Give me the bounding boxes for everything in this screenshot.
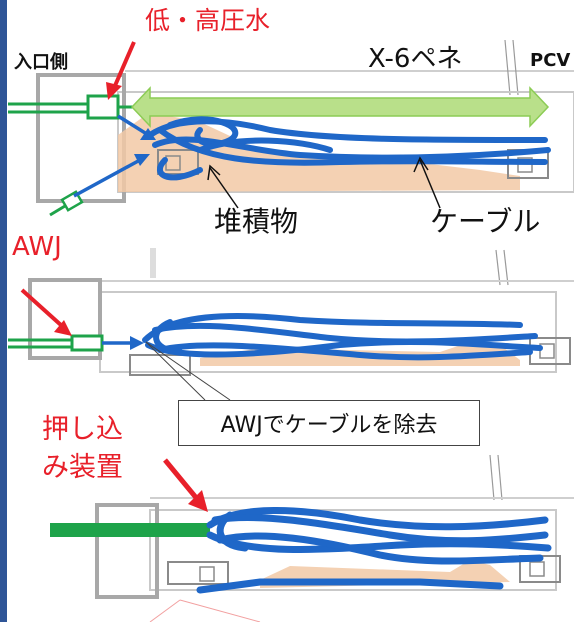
awj-inlet-frame: [28, 278, 102, 360]
awj-indicator-arrow: [54, 320, 72, 336]
nozzle-body: [86, 94, 120, 120]
penetration-range-arrow: [130, 86, 550, 128]
cable-tangle-2: [142, 313, 543, 361]
deposits-label: 堆積物: [214, 205, 299, 238]
panel-1-water-jet: [8, 39, 574, 217]
low-high-pressure-water-label: 低・高圧水: [145, 6, 271, 35]
panel-2-awj: [8, 248, 574, 401]
inlet-side-label: 入口側: [14, 52, 68, 73]
remove-cable-callout: AWJでケーブルを除去: [178, 400, 480, 446]
remove-cable-callout-text: AWJでケーブルを除去: [220, 413, 438, 438]
awj-nozzle: [70, 334, 104, 352]
panel-3-push-in: [50, 454, 574, 623]
water-indicator-arrow: [106, 82, 122, 100]
push-in-frame: [95, 503, 159, 599]
push-in-device-label-line1: 押し込: [42, 414, 123, 445]
cable-tangle-1: [147, 116, 551, 181]
deposit-area: [118, 112, 520, 192]
frame-border: [0, 0, 7, 622]
push-in-device-label-line2: み装置: [42, 452, 123, 483]
cable-tangle-3: [196, 507, 552, 594]
cable-label: ケーブル: [430, 205, 541, 238]
push-in-rod: [50, 523, 210, 537]
x6-penetration-label: X-6ペネ: [368, 44, 463, 74]
push-in-indicator-arrow: [188, 490, 208, 512]
awj-label: AWJ: [12, 232, 62, 262]
pcv-label: PCV: [530, 50, 571, 71]
